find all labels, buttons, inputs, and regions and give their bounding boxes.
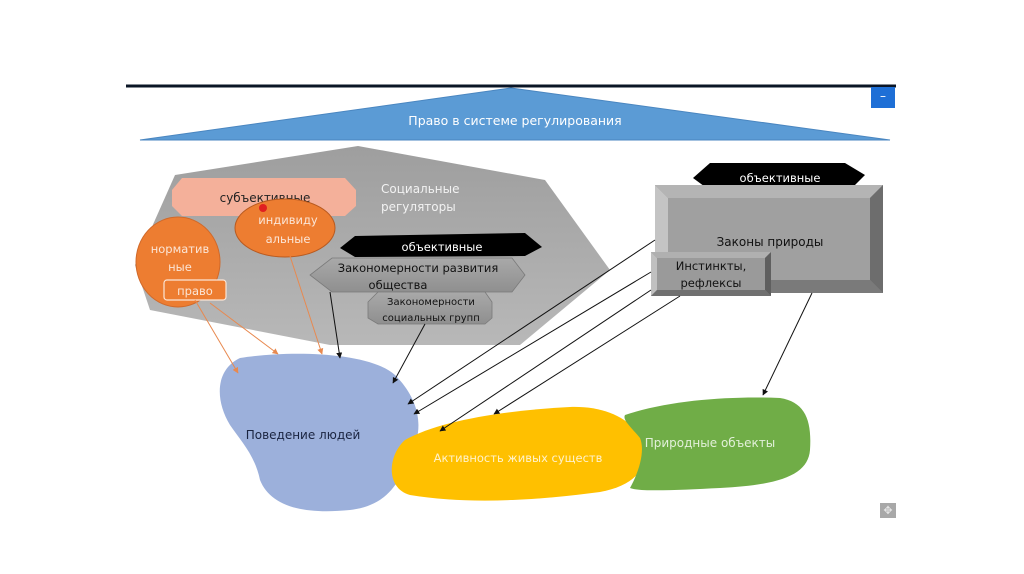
arrow-individual-to-behavior [289, 255, 324, 355]
arrow-law-to-behavior [194, 299, 239, 374]
arrow-instincts-to-behavior [413, 271, 652, 415]
group-laws-label-1: Закономерности [387, 297, 475, 308]
collapse-button[interactable]: – [871, 87, 895, 108]
arrow-normative-to-behavior [209, 302, 279, 355]
arrow-groups-to-behavior [392, 323, 426, 384]
arrow-nature-to-objects [762, 292, 813, 396]
arrow-nature-to-behavior-1 [407, 239, 656, 405]
instincts-label-2: рефлексы [681, 276, 742, 290]
society-laws-label-2: общества [369, 278, 428, 292]
human-behavior-label: Поведение людей [246, 428, 361, 442]
arrow-society-to-behavior [329, 291, 343, 359]
living-activity-label: Активность живых существ [434, 451, 603, 465]
nature-objective-label: объективные [740, 171, 821, 185]
group-laws-shape [367, 291, 493, 325]
natural-objects-label: Природные объекты [645, 436, 776, 450]
red-dot [259, 204, 267, 212]
arrow-instincts-to-activity-2 [493, 295, 681, 415]
group-laws-label-2: социальных групп [382, 313, 479, 324]
living-activity-shape [391, 406, 646, 501]
nature-objective-shape [693, 163, 865, 192]
arrow-instincts-to-activity-1 [439, 289, 652, 432]
laws-of-nature-label: Законы природы [717, 235, 824, 249]
social-objective-shape [340, 233, 542, 257]
society-laws-label-1: Закономерности развития [338, 261, 499, 275]
individual-label-2: альные [266, 232, 311, 246]
instincts-label-1: Инстинкты, [676, 259, 747, 273]
social-regulators-title-1: Социальные [381, 182, 460, 196]
normative-label-2: ные [168, 260, 192, 274]
social-regulators-title-2: регуляторы [381, 200, 456, 214]
expand-icon[interactable]: ✥ [880, 503, 896, 518]
society-laws-shape [309, 257, 526, 293]
header-triangle [139, 87, 891, 141]
social-objective-label: объективные [402, 240, 483, 254]
individual-shape [234, 198, 336, 258]
natural-objects-shape [624, 397, 811, 491]
header-title: Право в системе регулирования [408, 113, 621, 128]
individual-label-1: индивиду [258, 213, 318, 227]
human-behavior-shape [219, 353, 419, 512]
law-label: право [177, 284, 213, 298]
instincts-box [651, 252, 771, 296]
normative-label-1: норматив [151, 242, 210, 256]
